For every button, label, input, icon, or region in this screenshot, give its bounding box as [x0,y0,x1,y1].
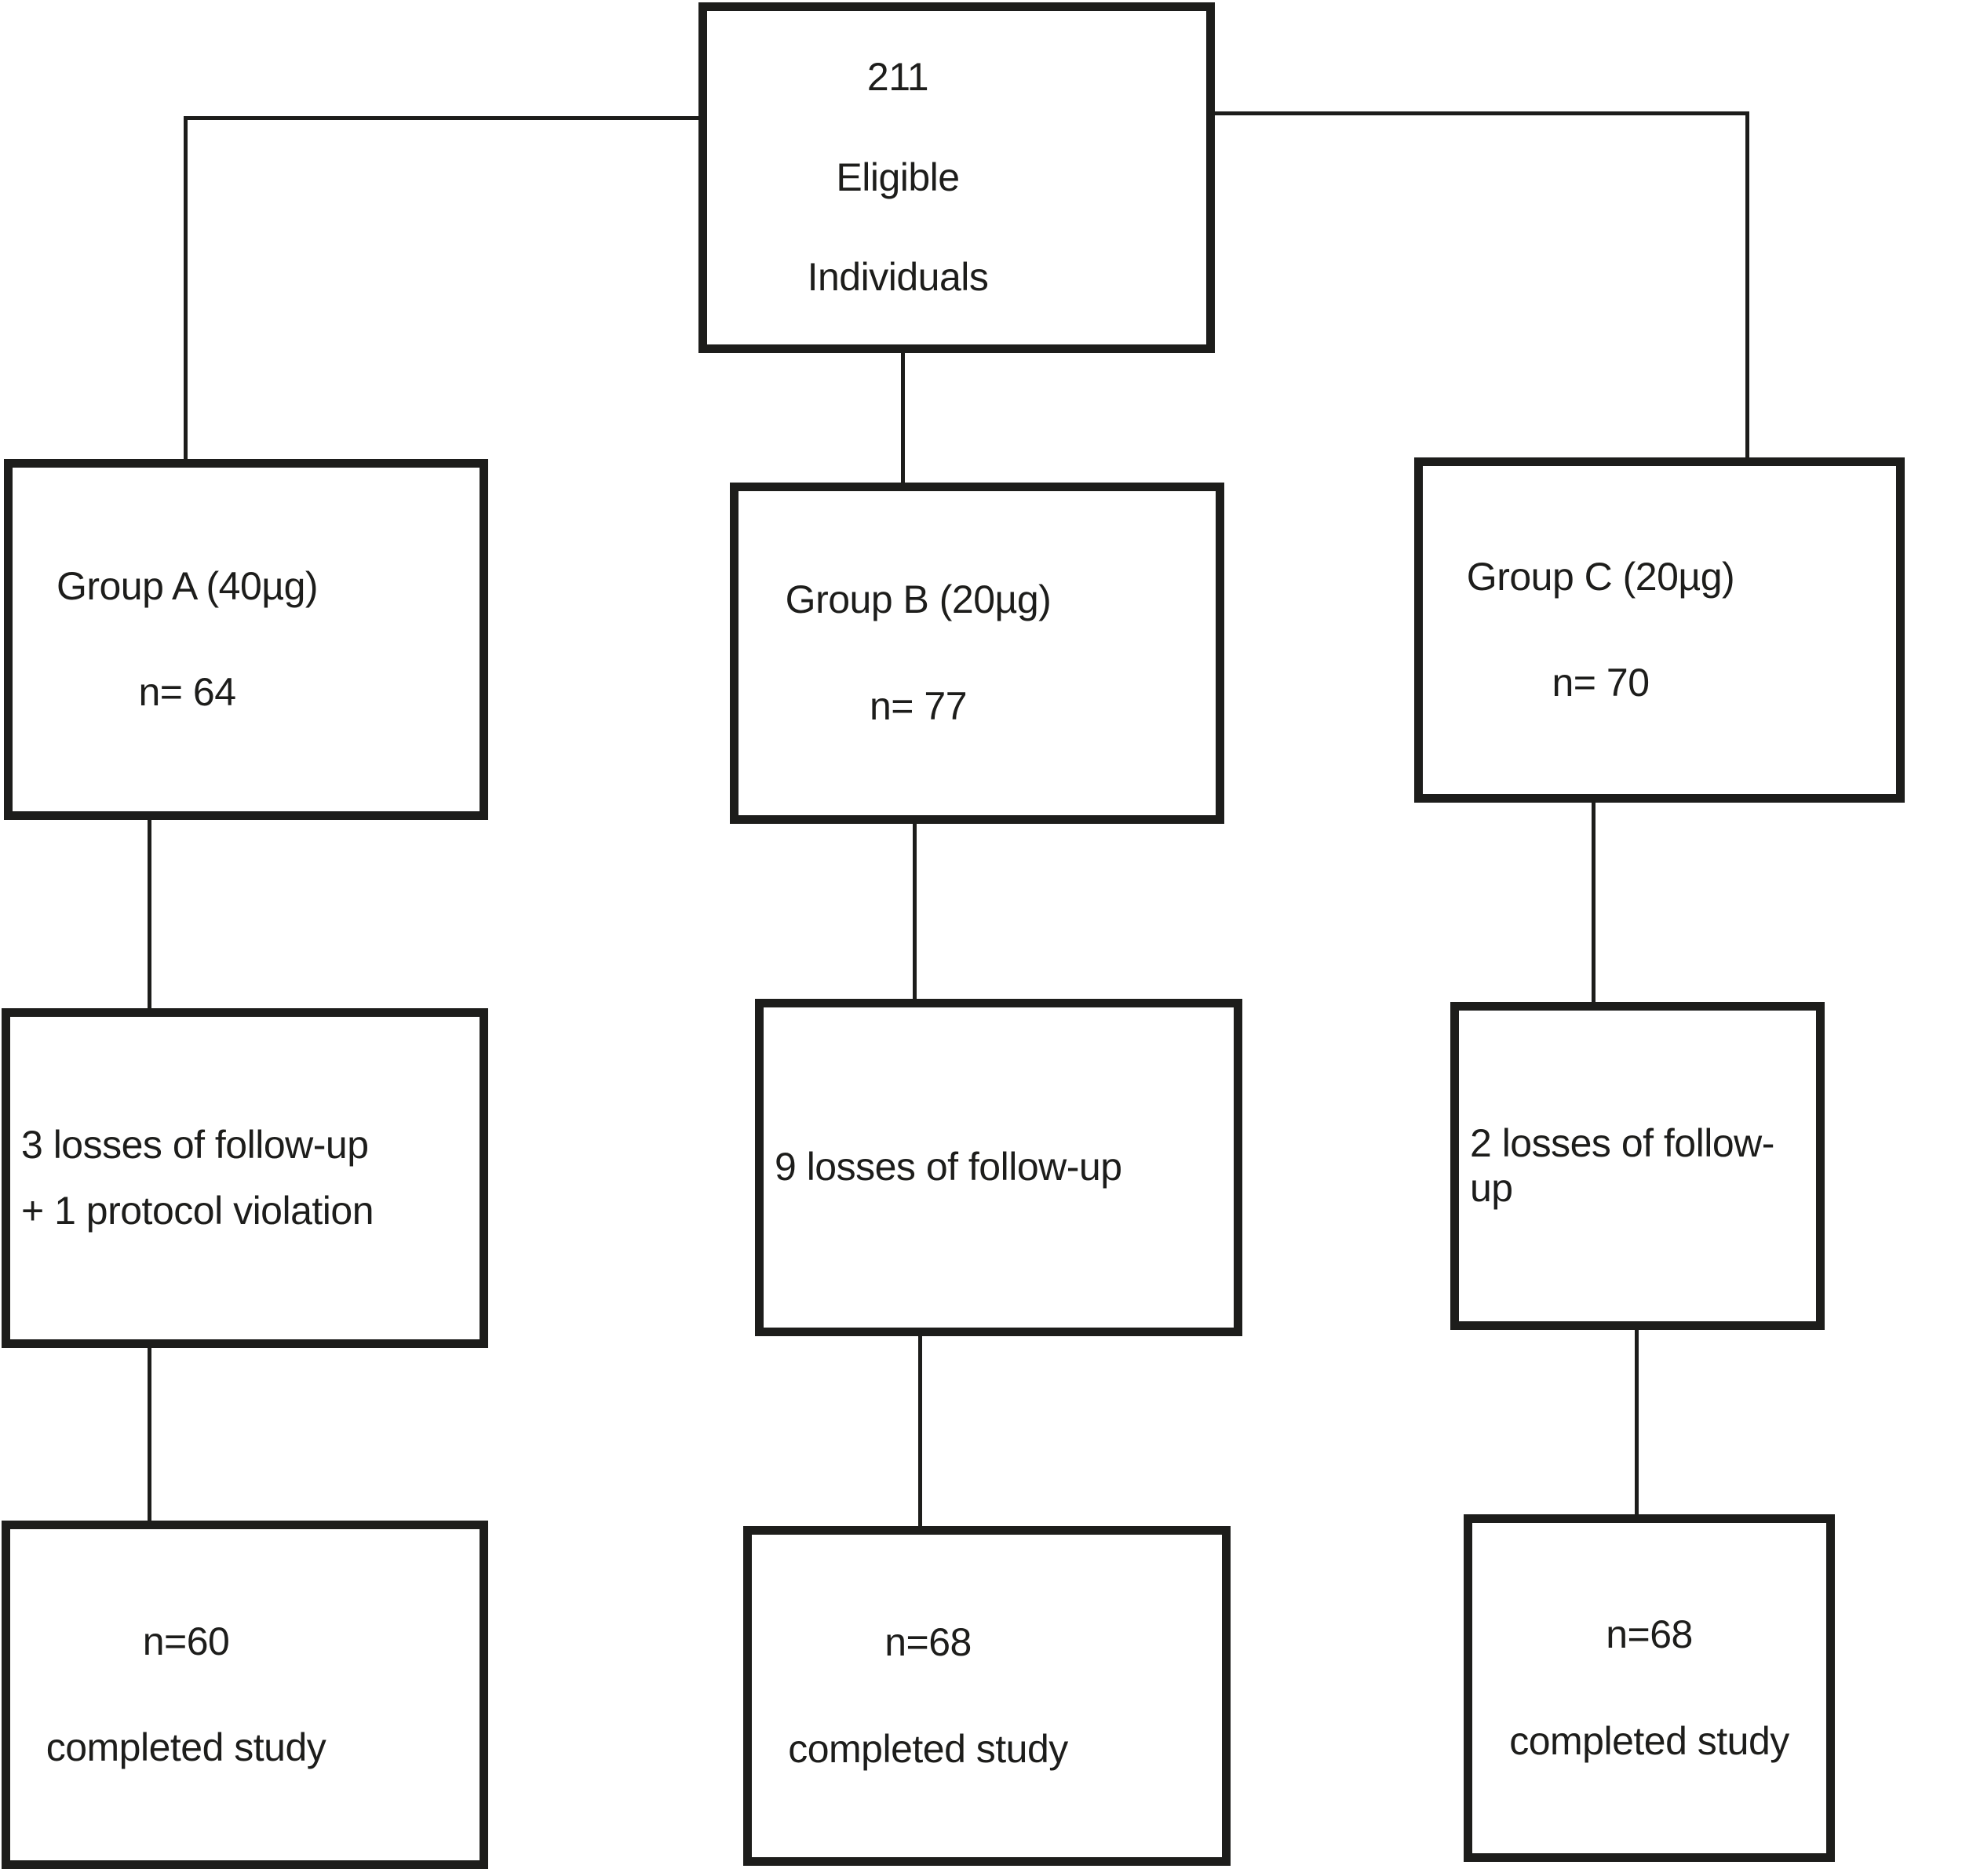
connector-group-c-to-loss-c [1592,801,1595,1004]
node-text-line: 211 [866,55,929,100]
node-losses-group-a: 3 losses of follow-up + 1 protocol viola… [2,1008,488,1348]
node-text-line: + 1 protocol violation [21,1189,374,1233]
node-text-line: completed study [788,1726,1068,1771]
node-losses-group-c: 2 losses of follow-up [1450,1002,1825,1330]
node-text-line: n= 70 [1552,661,1650,705]
connector-group-b-to-loss-b [913,822,917,1001]
node-text-line: n=68 [1606,1612,1693,1656]
node-text-line: 9 losses of follow-up [775,1145,1122,1189]
node-text-line: n= 77 [869,683,968,728]
node-text-line: Group C (20µg) [1466,554,1735,599]
node-text-line: 2 losses of follow-up [1470,1120,1774,1211]
node-text-line: completed study [46,1725,326,1769]
node-text-line: Individuals [807,255,989,300]
node-completed-group-b: n=68 completed study [743,1526,1231,1866]
connector-top-to-group-c-horizontal [1215,111,1749,115]
node-text-line: Group B (20µg) [785,577,1052,621]
connector-group-a-to-loss-a [148,818,151,1011]
connector-loss-c-to-completed-c [1635,1328,1639,1517]
node-text-line: Group A (40µg) [56,563,319,608]
node-group-a: Group A (40µg) n= 64 [4,459,488,820]
connector-loss-b-to-completed-b [918,1335,922,1528]
node-completed-group-a: n=60 completed study [2,1521,488,1869]
node-losses-group-b: 9 losses of follow-up [755,999,1242,1336]
node-group-c: Group C (20µg) n= 70 [1414,457,1905,803]
node-text-line: completed study [1509,1718,1789,1763]
connector-top-to-group-a-horizontal [186,116,704,120]
node-text-line: n=68 [884,1620,972,1664]
node-text-line: Eligible [836,155,960,199]
node-text-line: n= 64 [138,670,236,714]
connector-top-to-group-c-vertical [1745,111,1749,460]
node-text-line: n=60 [142,1619,230,1663]
connector-loss-a-to-completed-a [148,1346,151,1523]
node-eligible-individuals: 211 Eligible Individuals [698,2,1215,353]
node-group-b: Group B (20µg) n= 77 [730,483,1224,824]
connector-top-to-group-b-vertical [901,348,905,485]
node-text-line: 3 losses of follow-up [21,1122,369,1167]
node-completed-group-c: n=68 completed study [1464,1514,1835,1862]
connector-top-to-group-a-vertical [184,116,188,461]
